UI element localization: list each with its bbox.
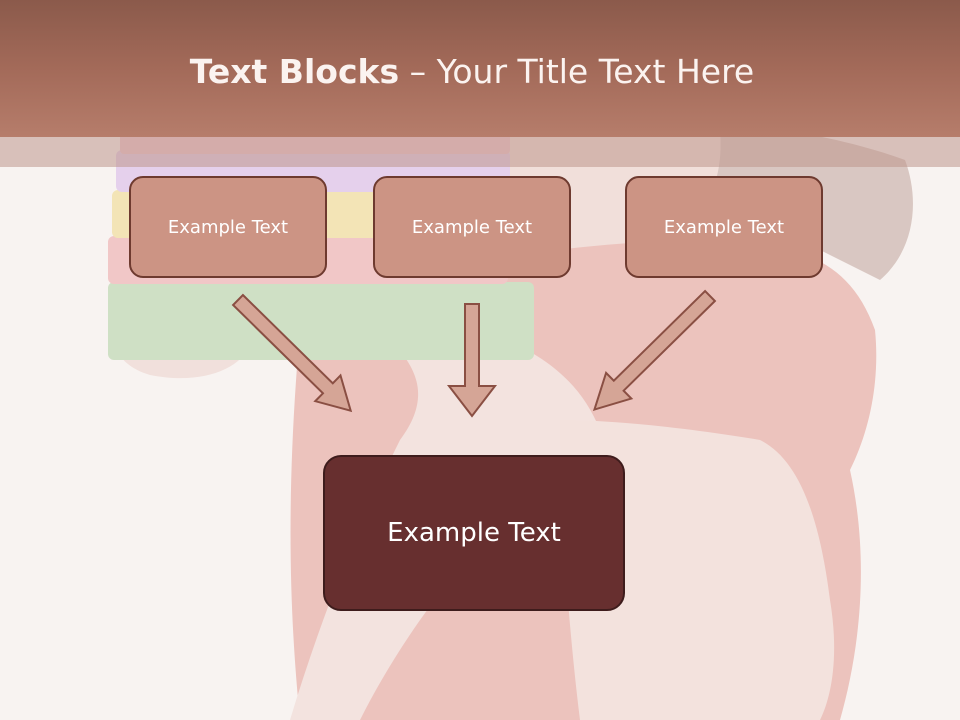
text-block-right[interactable]: Example Text xyxy=(625,176,823,278)
text-block-center-label: Example Text xyxy=(411,216,533,238)
text-block-left[interactable]: Example Text xyxy=(129,176,327,278)
text-block-left-label: Example Text xyxy=(167,216,289,238)
arrow-left-icon xyxy=(231,293,353,413)
arrow-down-icon xyxy=(446,303,498,418)
arrow-right-icon xyxy=(592,289,717,412)
title-band xyxy=(0,0,960,137)
title-rest-text: Your Title Text Here xyxy=(436,52,755,91)
text-block-main-label: Example Text xyxy=(387,518,561,548)
text-block-right-label: Example Text xyxy=(663,216,785,238)
text-block-main[interactable]: Example Text xyxy=(323,455,625,611)
title-separator: – xyxy=(399,52,437,91)
text-block-center[interactable]: Example Text xyxy=(373,176,571,278)
slide-title: Text Blocks – Your Title Text Here xyxy=(0,52,944,91)
title-accent-strip xyxy=(0,137,960,167)
title-bold-text: Text Blocks xyxy=(189,52,400,91)
